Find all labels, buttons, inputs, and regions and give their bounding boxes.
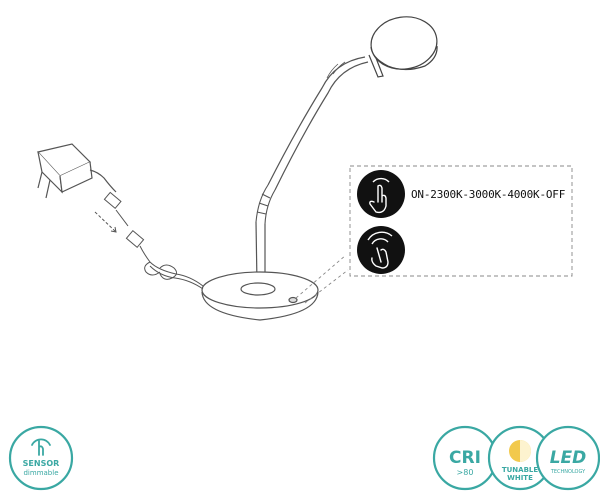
sensor-hand-icon	[31, 438, 51, 456]
lamp-joint	[255, 184, 276, 225]
tunable-badge-line1: TUNABLE	[502, 466, 539, 474]
touch-once-icon	[357, 170, 405, 218]
lamp-upper-arm	[267, 56, 369, 191]
led-technology-badge: LED TECHNOLOGY	[535, 425, 600, 491]
connect-arrow	[94, 211, 117, 233]
touch-sequence-label: ON-2300K-3000K-4000K-OFF	[411, 188, 566, 201]
led-badge-sub: TECHNOLOGY	[550, 469, 586, 475]
cri-badge-value: >80	[457, 468, 474, 477]
lamp-base	[201, 271, 319, 321]
power-cable	[139, 245, 204, 290]
sensor-dimmable-badge: SENSOR dimmable	[8, 425, 74, 491]
callout-leader	[295, 254, 349, 304]
cri-badge: CRI >80	[432, 425, 498, 491]
cri-badge-label: CRI	[449, 448, 481, 468]
power-adapter	[36, 143, 117, 199]
led-badge-label: LED	[550, 448, 587, 468]
sun-icon	[509, 440, 531, 462]
touch-hold-icon	[357, 226, 405, 274]
dc-connector	[103, 191, 145, 249]
lamp-head	[368, 16, 438, 78]
tunable-white-badge: TUNABLE WHITE	[487, 425, 553, 491]
tunable-badge-line2: WHITE	[507, 474, 533, 482]
sensor-badge-line2: dimmable	[23, 469, 58, 477]
callout-box	[349, 165, 573, 277]
sensor-badge-line1: SENSOR	[23, 459, 60, 468]
